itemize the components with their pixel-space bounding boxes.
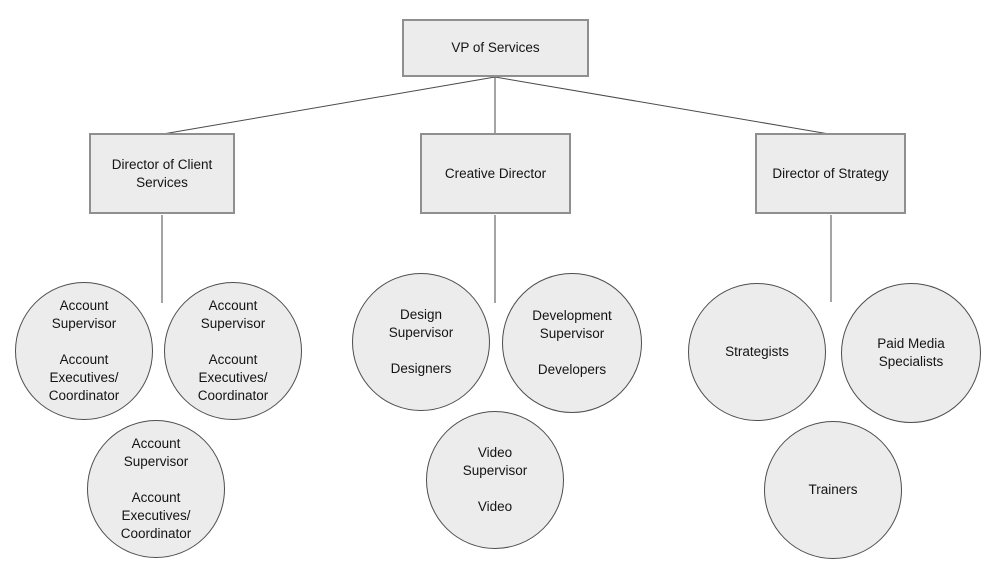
connector-vp-to-client-services bbox=[162, 76, 496, 135]
connector-vp-to-director-strategy bbox=[494, 76, 830, 135]
node-trainers: Trainers bbox=[764, 421, 902, 559]
node-design-team: Design Supervisor Designers bbox=[352, 273, 490, 411]
node-label: Video Supervisor Video bbox=[462, 445, 528, 514]
node-vp-of-services: VP of Services bbox=[402, 19, 589, 77]
node-label: VP of Services bbox=[451, 40, 540, 55]
node-label: Director of Strategy bbox=[772, 165, 889, 181]
node-strategists: Strategists bbox=[688, 283, 826, 421]
node-paid-media-specialists: Paid Media Specialists bbox=[841, 283, 981, 423]
node-label: Creative Director bbox=[444, 165, 547, 181]
node-account-team-1: Account Supervisor Account Executives/ C… bbox=[15, 282, 153, 420]
node-label: Account Supervisor Account Executives/ C… bbox=[120, 436, 192, 541]
node-creative-director: Creative Director bbox=[420, 133, 571, 214]
node-label: Trainers bbox=[808, 482, 858, 497]
node-account-team-2: Account Supervisor Account Executives/ C… bbox=[164, 282, 302, 420]
node-label: Paid Media Specialists bbox=[877, 336, 945, 369]
node-label: Strategists bbox=[725, 344, 789, 359]
node-label: Director of Client Services bbox=[111, 156, 213, 190]
node-development-team: Development Supervisor Developers bbox=[502, 273, 642, 413]
node-video-team: Video Supervisor Video bbox=[426, 411, 564, 549]
node-label: Account Supervisor Account Executives/ C… bbox=[197, 298, 269, 403]
node-label: Development Supervisor Developers bbox=[532, 308, 612, 377]
node-label: Design Supervisor Designers bbox=[388, 307, 454, 376]
node-account-team-3: Account Supervisor Account Executives/ C… bbox=[87, 420, 225, 558]
node-director-strategy: Director of Strategy bbox=[755, 133, 906, 214]
node-director-client-services: Director of Client Services bbox=[89, 133, 235, 214]
node-label: Account Supervisor Account Executives/ C… bbox=[48, 298, 120, 403]
